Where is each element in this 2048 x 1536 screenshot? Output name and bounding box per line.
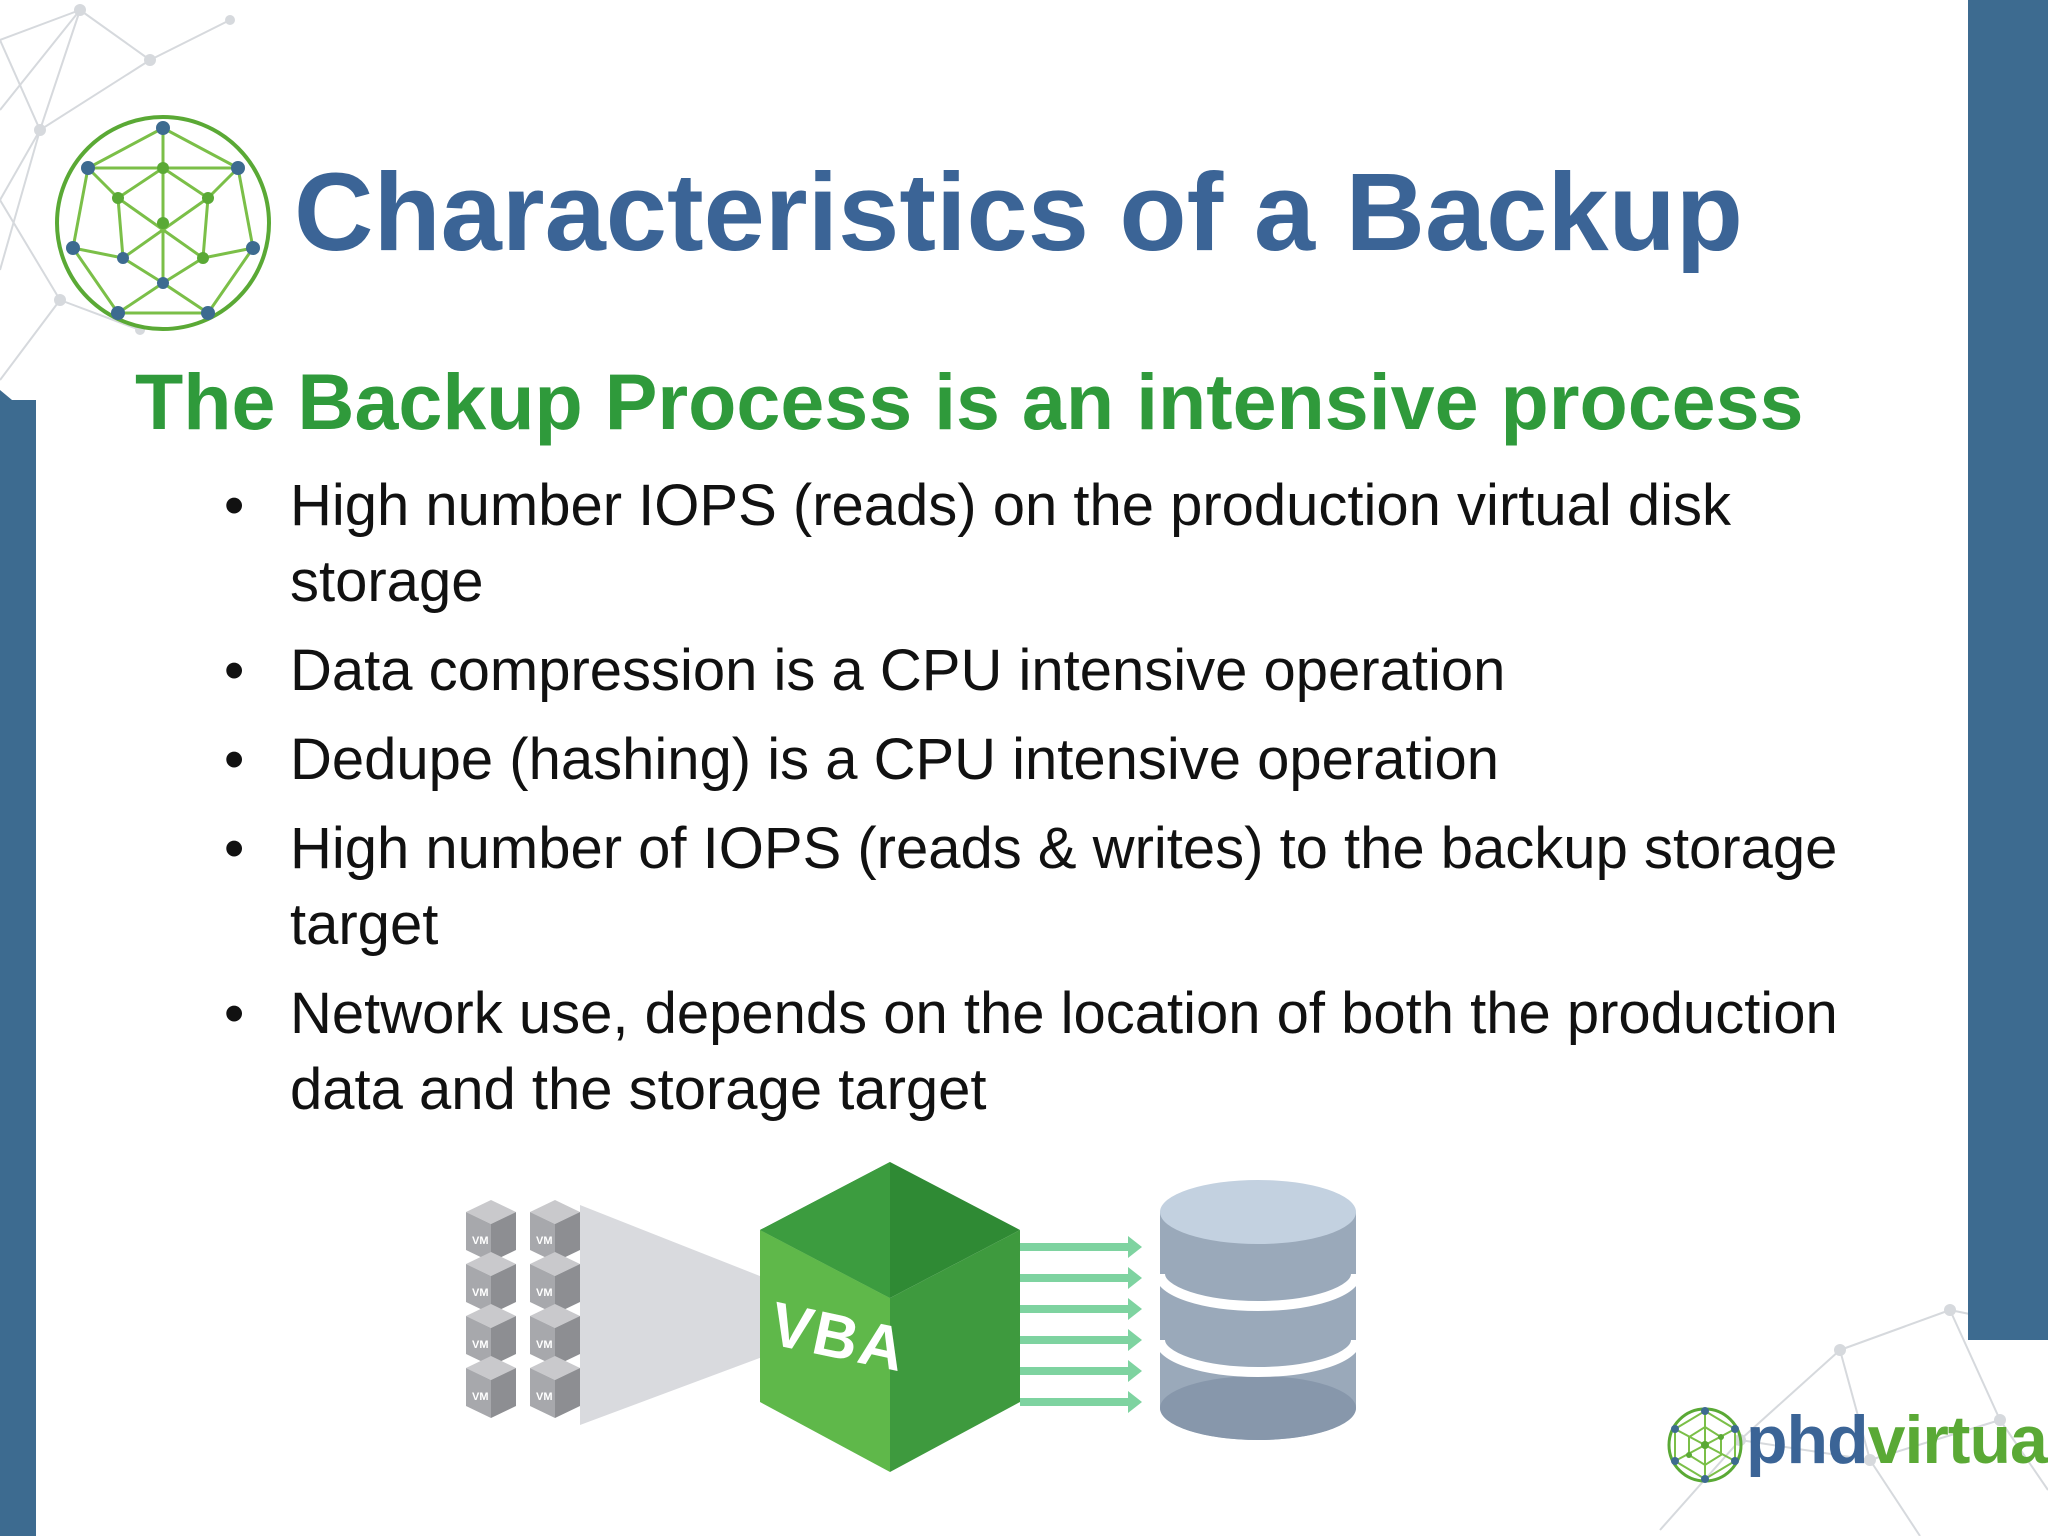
vm-label: VM bbox=[536, 1235, 553, 1247]
vm-label: VM bbox=[472, 1391, 489, 1403]
vm-cube-icon: VM bbox=[466, 1200, 516, 1262]
bullet-dot-icon: • bbox=[224, 473, 245, 538]
vm-cube-icon: VM bbox=[466, 1252, 516, 1314]
vm-cube-icon: VM bbox=[530, 1200, 580, 1262]
geodesic-globe-icon bbox=[55, 115, 271, 331]
bullet-text: High number IOPS (reads) on the producti… bbox=[290, 473, 1732, 614]
data-flow-cone bbox=[580, 1205, 765, 1425]
vm-label: VM bbox=[536, 1339, 553, 1351]
vm-label: VM bbox=[472, 1339, 489, 1351]
bullet-text: High number of IOPS (reads & writes) to … bbox=[290, 816, 1838, 957]
logo-wordmark: phdvirtual bbox=[1746, 1400, 2048, 1480]
bullet-dot-icon: • bbox=[224, 727, 245, 792]
vm-cube-icon: VM bbox=[466, 1356, 516, 1418]
bullet-list: • High number IOPS (reads) on the product… bbox=[218, 468, 1898, 1141]
vm-label: VM bbox=[472, 1235, 489, 1247]
bullet-dot-icon: • bbox=[224, 816, 245, 881]
right-accent-bar bbox=[1968, 0, 2048, 1340]
slide-subtitle: The Backup Process is an intensive proce… bbox=[135, 357, 1804, 446]
bullet-item: • Dedupe (hashing) is a CPU intensive ope… bbox=[218, 722, 1898, 798]
vm-label: VM bbox=[536, 1287, 553, 1299]
vm-cube-icon: VM bbox=[530, 1304, 580, 1366]
bullet-text: Network use, depends on the location of … bbox=[290, 981, 1838, 1122]
transfer-arrows-icon bbox=[1020, 1236, 1142, 1413]
storage-database-icon bbox=[1155, 1180, 1361, 1440]
vm-stack-icon: VM VM VM VM VM VM VM VM bbox=[466, 1200, 580, 1418]
left-accent-bar bbox=[0, 400, 36, 1536]
bullet-item: • Network use, depends on the location of… bbox=[218, 976, 1898, 1128]
vm-label: VM bbox=[472, 1287, 489, 1299]
logo-text-phd: phd bbox=[1746, 1402, 1869, 1478]
bullet-item: • High number of IOPS (reads & writes) to… bbox=[218, 811, 1898, 963]
bullet-text: Data compression is a CPU intensive oper… bbox=[290, 638, 1506, 703]
vm-label: VM bbox=[536, 1391, 553, 1403]
slide-title: Characteristics of a Backup bbox=[294, 151, 1743, 274]
bullet-dot-icon: • bbox=[224, 638, 245, 703]
phdvirtual-logo-icon bbox=[1667, 1407, 1743, 1483]
network-mesh-decoration bbox=[0, 4, 235, 381]
vm-cube-icon: VM bbox=[530, 1252, 580, 1314]
vba-appliance-icon bbox=[760, 1162, 1020, 1472]
vm-cube-icon: VM bbox=[530, 1356, 580, 1418]
vm-cube-icon: VM bbox=[466, 1304, 516, 1366]
bullet-text: Dedupe (hashing) is a CPU intensive oper… bbox=[290, 727, 1500, 792]
bullet-dot-icon: • bbox=[224, 981, 245, 1046]
backup-flow-diagram: VM VM VM VM VM VM VM VM bbox=[466, 1162, 1361, 1472]
logo-text-virtual: virtual bbox=[1867, 1402, 2048, 1478]
bullet-item: • High number IOPS (reads) on the product… bbox=[218, 468, 1898, 620]
bullet-item: • Data compression is a CPU intensive ope… bbox=[218, 633, 1898, 709]
network-mesh-decoration-bottom bbox=[1659, 1304, 2048, 1536]
